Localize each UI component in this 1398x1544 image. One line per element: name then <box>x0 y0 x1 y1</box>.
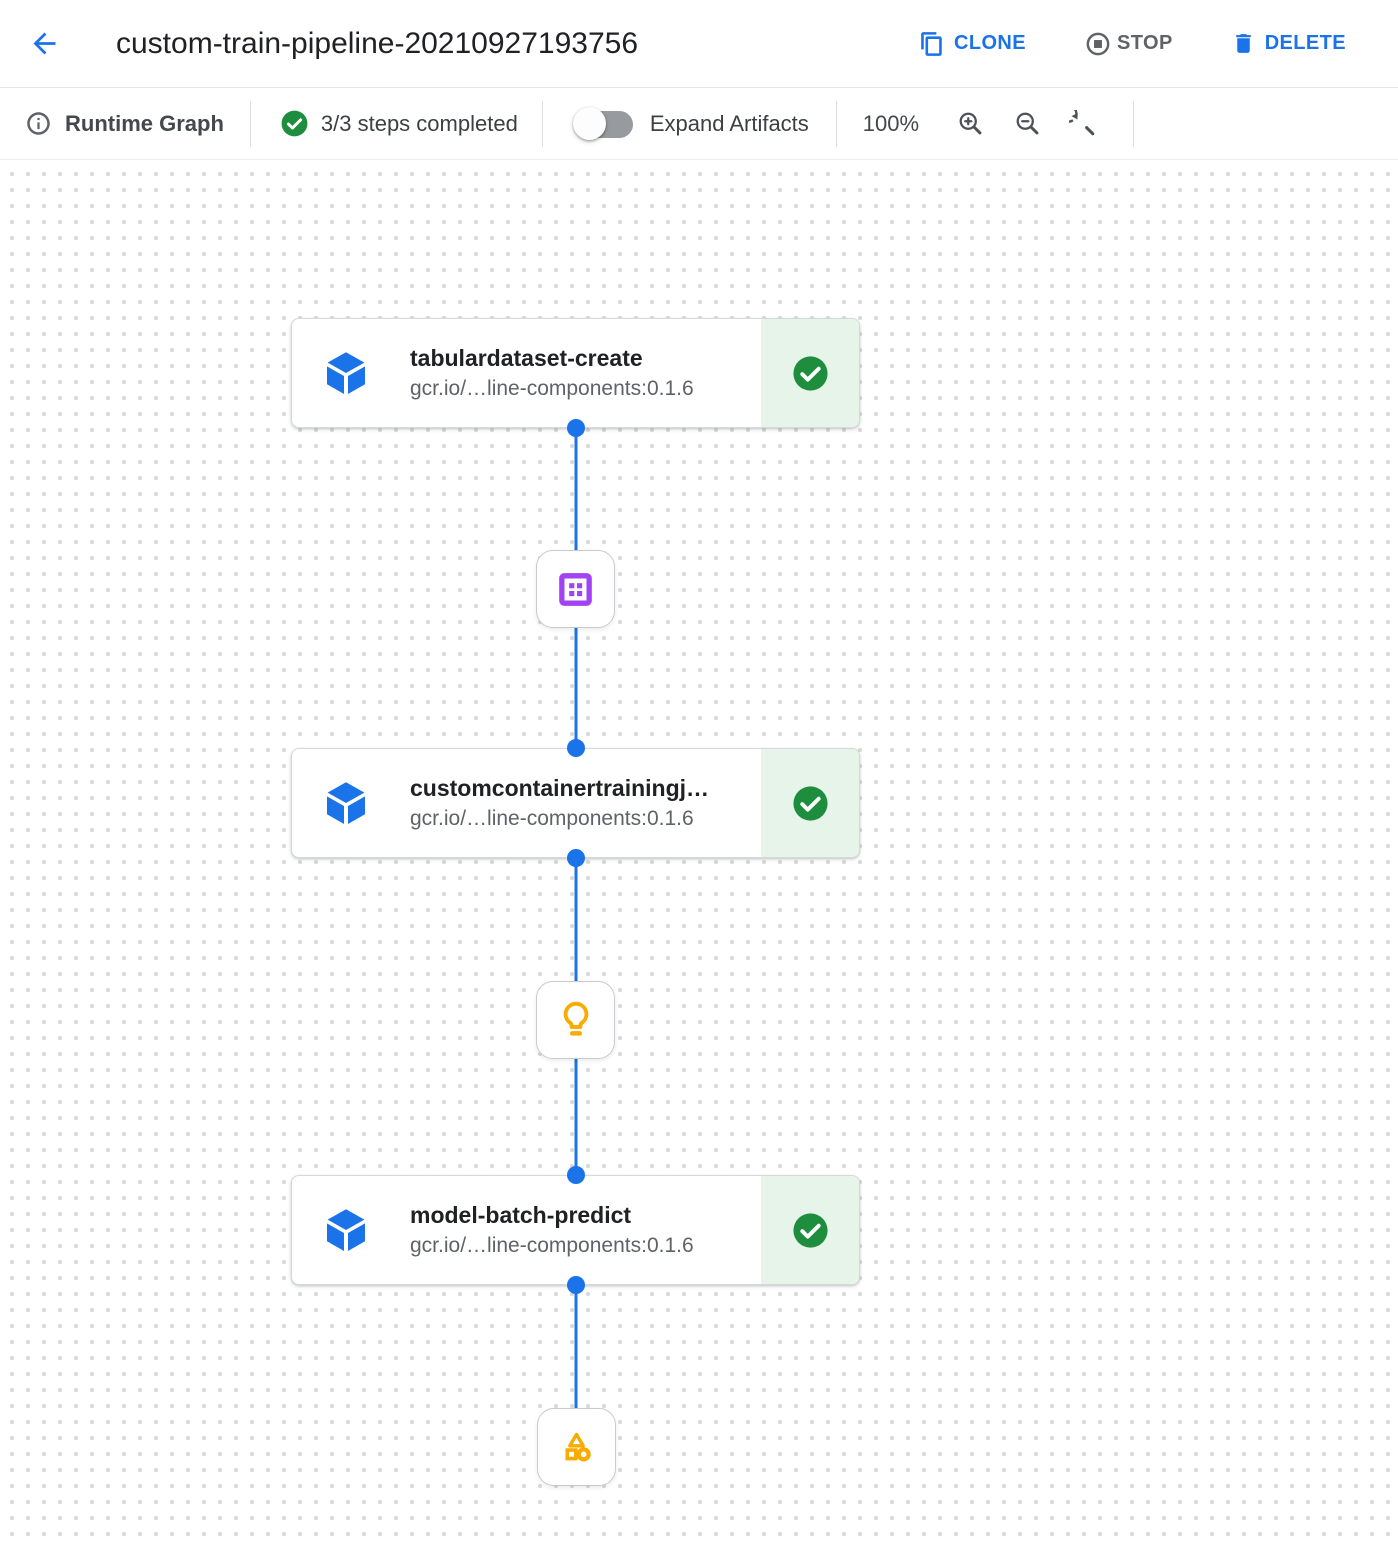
expand-artifacts-toggle[interactable] <box>572 106 635 141</box>
zoom-out-icon[interactable] <box>1014 110 1041 137</box>
stop-button[interactable]: STOP <box>1084 30 1173 58</box>
component-cube-icon <box>322 779 370 827</box>
model-lightbulb-icon <box>554 998 598 1042</box>
node-text: tabulardataset-create gcr.io/…line-compo… <box>410 345 761 401</box>
component-cube-icon <box>322 1206 370 1254</box>
pipeline-step-model-batch-predict[interactable]: model-batch-predict gcr.io/…line-compone… <box>291 1175 860 1285</box>
success-check-icon <box>790 353 831 394</box>
toolbar-divider <box>1133 100 1135 147</box>
header: custom-train-pipeline-20210927193756 CLO… <box>0 0 1398 88</box>
trash-icon <box>1231 30 1256 57</box>
delete-button[interactable]: DELETE <box>1231 30 1346 57</box>
pipeline-step-customcontainertrainingjob[interactable]: customcontainertrainingj… gcr.io/…line-c… <box>291 748 860 858</box>
node-title: model-batch-predict <box>410 1202 632 1228</box>
expand-artifacts-label: Expand Artifacts <box>649 110 809 136</box>
node-text: model-batch-predict gcr.io/…line-compone… <box>410 1202 761 1258</box>
artifact-dataset[interactable] <box>536 550 615 628</box>
arrow-back-icon <box>28 27 61 60</box>
node-title: tabulardataset-create <box>410 345 643 371</box>
pipeline-graph-canvas[interactable]: tabulardataset-create gcr.io/…line-compo… <box>0 160 1398 1544</box>
success-check-icon <box>790 783 831 824</box>
delete-label: DELETE <box>1264 32 1346 54</box>
stop-label: STOP <box>1117 32 1173 54</box>
node-image-path: gcr.io/…line-components:0.1.6 <box>410 807 694 830</box>
artifact-batch-prediction[interactable] <box>537 1408 616 1486</box>
steps-status: 3/3 steps completed <box>320 110 518 136</box>
clone-copy-icon <box>919 31 945 57</box>
node-image-path: gcr.io/…line-components:0.1.6 <box>410 377 694 400</box>
header-actions: CLONE STOP DELETE <box>919 30 1346 58</box>
graph-toolbar: Runtime Graph 3/3 steps completed Expand… <box>0 88 1398 160</box>
node-image-path: gcr.io/…line-components:0.1.6 <box>410 1234 694 1257</box>
node-title: customcontainertrainingj… <box>410 775 710 801</box>
generic-artifact-shapes-icon <box>556 1427 597 1468</box>
component-cube-icon <box>322 349 370 397</box>
artifact-model[interactable] <box>536 981 615 1059</box>
clone-button[interactable]: CLONE <box>919 31 1026 57</box>
toolbar-divider <box>249 100 251 147</box>
toggle-thumb <box>572 106 606 140</box>
zoom-in-icon[interactable] <box>957 110 984 137</box>
toolbar-divider <box>541 100 543 147</box>
dataset-table-icon <box>555 569 596 610</box>
node-status-panel <box>761 1176 859 1284</box>
view-mode-label: Runtime Graph <box>65 110 224 136</box>
zoom-reset-icon[interactable] <box>1069 109 1097 138</box>
info-icon[interactable] <box>25 110 52 137</box>
node-text: customcontainertrainingj… gcr.io/…line-c… <box>410 775 761 831</box>
steps-check-circle-icon <box>279 108 310 139</box>
node-status-panel <box>761 319 859 427</box>
toolbar-divider <box>835 100 837 147</box>
back-button[interactable] <box>26 26 62 62</box>
zoom-level: 100% <box>862 110 920 136</box>
success-check-icon <box>790 1210 831 1251</box>
clone-label: CLONE <box>954 32 1026 54</box>
page-title: custom-train-pipeline-20210927193756 <box>116 26 639 60</box>
stop-icon <box>1084 30 1112 58</box>
pipeline-step-tabulardataset-create[interactable]: tabulardataset-create gcr.io/…line-compo… <box>291 318 860 428</box>
node-status-panel <box>761 749 859 857</box>
